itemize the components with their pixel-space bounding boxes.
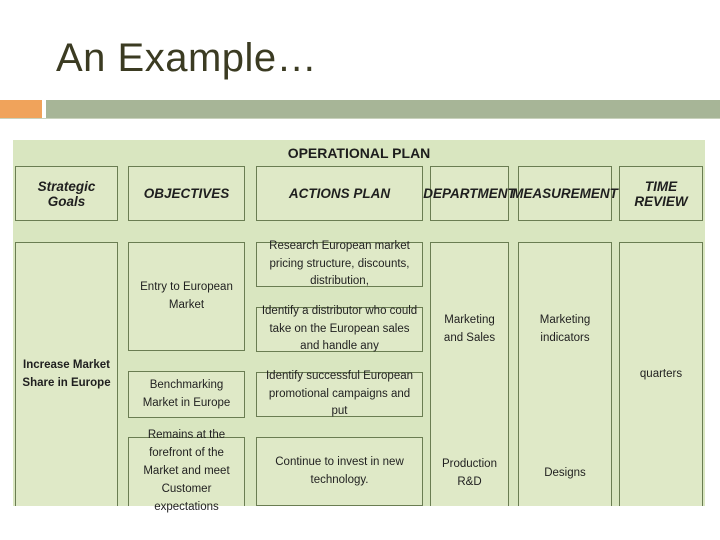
- header-measurement: MEASUREMENT: [512, 166, 618, 221]
- slide-title: An Example…: [56, 36, 318, 80]
- divider-line: [0, 118, 720, 119]
- department-marketing-sales: Marketing and Sales: [443, 314, 496, 344]
- measurement-designs: Designs: [544, 467, 586, 480]
- objective-entry-european-market: Entry to European Market: [128, 242, 245, 351]
- objective-benchmarking: Benchmarking Market in Europe: [128, 371, 245, 418]
- department-production-rd: Production R&D: [442, 458, 497, 488]
- action-promotional-campaigns: Identify successful European promotional…: [256, 370, 423, 417]
- measurement-marketing-indicators: Marketing indicators: [539, 314, 591, 344]
- time-review-cell: quarters: [619, 242, 703, 506]
- accent-bar: [0, 100, 42, 118]
- header-objectives: OBJECTIVES: [128, 166, 245, 221]
- operational-plan-table: OPERATIONAL PLAN Strategic Goals OBJECTI…: [13, 140, 705, 513]
- action-research-pricing: Research European market pricing structu…: [256, 240, 423, 287]
- action-identify-distributor: Identify a distributor who could take on…: [256, 305, 423, 352]
- measurement-column: [518, 242, 612, 506]
- header-time-review: TIME REVIEW: [619, 166, 703, 221]
- objective-forefront-market: Remains at the forefront of the Market a…: [128, 429, 245, 513]
- header-department: DEPARTMENT: [423, 166, 516, 221]
- header-actions-plan: ACTIONS PLAN: [256, 166, 423, 221]
- action-invest-technology: Continue to invest in new technology.: [256, 437, 423, 506]
- header-strategic-goals: Strategic Goals: [15, 166, 118, 221]
- strategic-goal-cell: Increase Market Share in Europe: [15, 242, 118, 506]
- plan-title: OPERATIONAL PLAN: [287, 145, 431, 161]
- department-column: [430, 242, 509, 506]
- title-divider-bar: [46, 100, 720, 118]
